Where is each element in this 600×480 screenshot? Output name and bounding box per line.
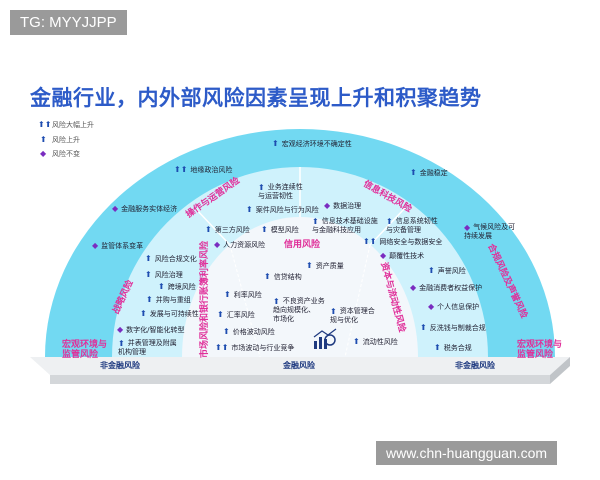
up-arrow-icon: ⬆ [40,135,47,144]
risk-item: ⬆金融稳定 [410,168,448,177]
legend-item: ⬆⬆风险大幅上升 [38,120,94,129]
risk-item: ⬆流动性风险 [353,337,398,346]
segment-label-credit: 信用风险 [284,240,321,250]
risk-item: ◆金融消费者权益保护 [410,283,483,292]
risk-item: ⬆发展与可持续性 [140,309,199,318]
segment-label-macro-right: 宏观环境与 监管风险 [517,340,563,360]
risk-item: ⬆风险治理 [145,270,183,279]
risk-item: ◆监管体系变革 [92,241,144,250]
risk-item: ⬆不良资产业务 趋向规模化、 市场化 [273,297,325,323]
segment-label-market: 市场风险和银行账簿利率风险 [200,240,211,359]
base-front [50,375,550,384]
risk-item: ⬆资产质量 [306,261,344,270]
risk-item: ⬆价格波动风险 [223,327,275,336]
risk-item: ◆数字化/智能化转型 [117,325,185,334]
risk-item: ⬆税务合规 [434,343,472,352]
diamond-icon: ◆ [40,149,47,158]
base-label-left: 非金融风险 [100,361,140,370]
risk-item: ◆颠覆性技术 [380,251,425,260]
divider [369,207,406,246]
segment-label-macro-left: 宏观环境与 监管风险 [62,340,108,360]
risk-item: ⬆汇率风险 [217,310,255,319]
page-title: 金融行业，内外部风险因素呈现上升和积聚趋势 [30,86,482,110]
risk-item: ⬆风险合规文化 [145,254,197,263]
risk-item: ⬆⬆网络安全与数据安全 [363,237,443,246]
risk-item: ⬆利率风险 [224,290,262,299]
risk-item: ⬆⬆市场波动与行业竞争 [215,343,295,352]
divider [344,244,371,358]
watermark-bottom: www.chn-huangguan.com [376,441,558,465]
base-label-right: 非金融风险 [455,361,495,370]
risk-item: ⬆并购与重组 [146,295,191,304]
base-top [30,357,570,375]
risk-item: ⬆第三方风险 [205,225,250,234]
risk-item: ⬆信息系统韧性 与灾备管理 [386,217,438,234]
risk-item: ⬆案件风险与行为风险 [246,205,319,214]
base-side [550,357,570,384]
chart-analysis-icon [313,328,337,349]
risk-item: ◆个人信息保护 [428,302,480,311]
risk-item: ⬆跨境风险 [158,282,196,291]
inner-area [182,217,418,357]
risk-item: ⬆信贷结构 [264,272,302,281]
risk-item: ⬆宏观经济环境不确定性 [272,139,352,148]
risk-item: ⬆反洗钱与制裁合规 [420,323,486,332]
risk-item: ◆数据治理 [324,201,362,210]
risk-item: ⬆⬆地缘政治风险 [174,165,233,174]
legend-item: ◆风险不变 [40,149,80,158]
watermark-top: TG: MYYJJPP [10,10,127,35]
divider [194,207,231,246]
risk-item: ⬆声誉风险 [428,266,466,275]
risk-item: ⬆资本管理合 规与优化 [330,307,375,324]
divider [229,244,261,358]
risk-item: ◆金融服务实体经济 [112,204,178,213]
base-label-center: 金融风险 [283,361,315,370]
legend-item: ⬆风险上升 [40,135,80,144]
risk-item: ⬆业务连续性 与运营韧性 [258,183,303,200]
risk-item: ⬆并表管理及附属 机构管理 [118,339,177,356]
risk-item: ⬆信息技术基础设施 与金融科技应用 [312,217,378,234]
risk-item: ⬆模型风险 [261,225,299,234]
risk-item: ◆气候风险及可 持续发展 [464,223,516,240]
risk-item: ◆人力资源风险 [214,240,266,249]
double-up-arrow-icon: ⬆⬆ [38,120,52,129]
